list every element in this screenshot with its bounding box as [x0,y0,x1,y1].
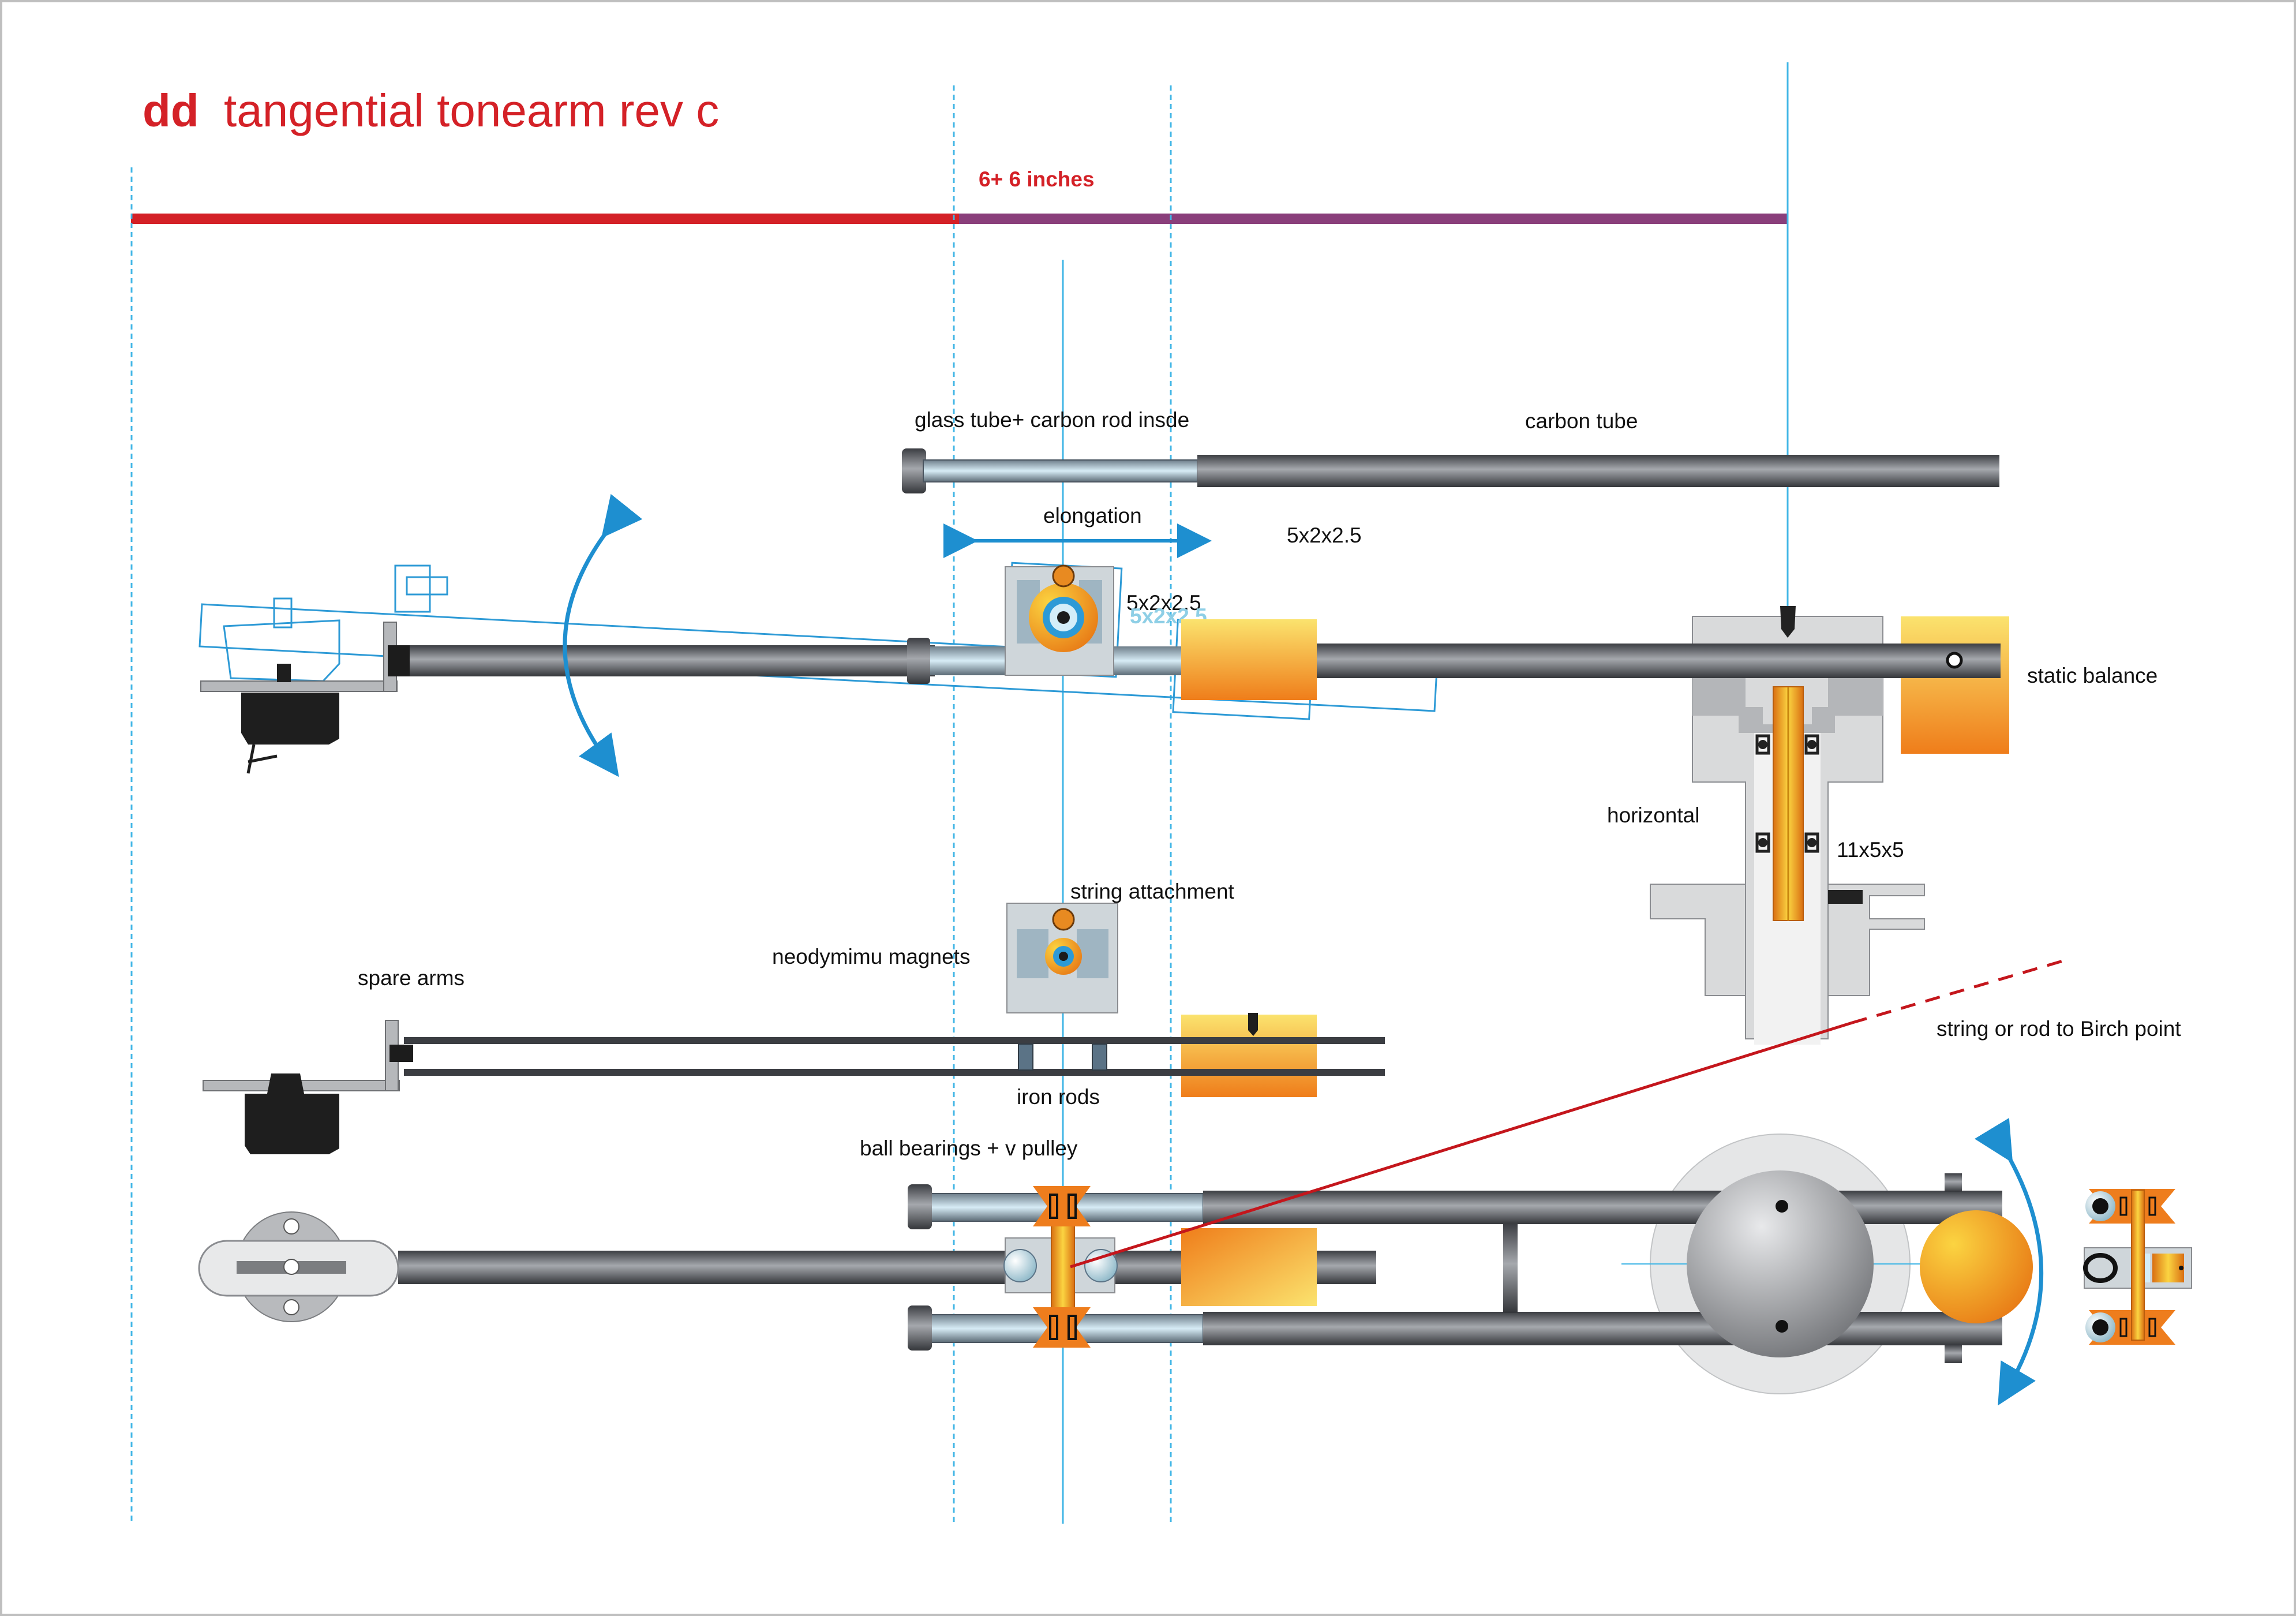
dimension-bar-red [131,214,959,224]
pivot-disc [1687,1170,1874,1357]
upper-bearing-block [1005,564,1114,676]
vertical-bearing-label: 11x5x5 [1837,838,1904,862]
counterweight-icon [1901,616,2009,754]
bearing-size-label: 5x2x2.5 [1287,523,1362,547]
spare-arms-label: spare arms [358,966,465,990]
spare-rod-lower [404,1069,1385,1076]
pivot-bearing-icon [1650,606,1925,1045]
dimension-bar-purple [959,214,1788,224]
main-arm-tube [404,645,935,676]
spare-rod-upper [404,1037,1385,1044]
neodymium-magnets-label: neodymimu magnets [772,945,970,968]
balance-ball [1920,1210,2033,1323]
static-balance-label: static balance [2027,664,2158,687]
carriage-swing-arrow [1974,1117,2043,1406]
horizontal-label: horizontal [1607,803,1699,827]
arm-carbon-section [1201,644,2001,678]
ball-bearings-label: ball bearings + v pulley [860,1136,1078,1160]
glass-tube-cap [902,448,926,493]
glass-tube [923,459,1198,482]
v-pulley-icon [1033,1186,1091,1348]
elongation-label: elongation [1043,504,1142,528]
iron-rods-label: iron rods [1017,1085,1100,1109]
top-tube-assembly [902,448,1999,493]
title-prefix: dd [143,85,199,136]
rear-mount-plate [198,1211,399,1322]
magnet-block [1006,903,1118,1013]
arm-end-hole [1946,652,1963,669]
cartridge-icon [200,622,410,774]
carbon-tube-label: carbon tube [1525,409,1638,433]
swing-arrow-icon [563,493,643,777]
birch-point-line [1070,1021,1853,1269]
glass-tube-label: glass tube+ carbon rod insde [915,408,1189,432]
mid-counterweight [1181,619,1317,700]
arm-collar [907,638,930,684]
dimension-label: 6+ 6 inches [979,167,1095,191]
string-attachment-label: string attachment [1070,880,1235,903]
carbon-tube [1197,455,1999,487]
spare-arms-assembly [203,1013,1385,1154]
birch-point-line-dashed [1852,957,2069,1024]
bearing-size-small-label: 5x2x2.5 [1126,591,1201,615]
page-title: tangential tonearm rev c [224,85,719,136]
side-pulley-group [2083,1189,2192,1345]
guide-lines [130,62,1789,1524]
birch-point-label: string or rod to Birch point [1937,1017,2181,1041]
